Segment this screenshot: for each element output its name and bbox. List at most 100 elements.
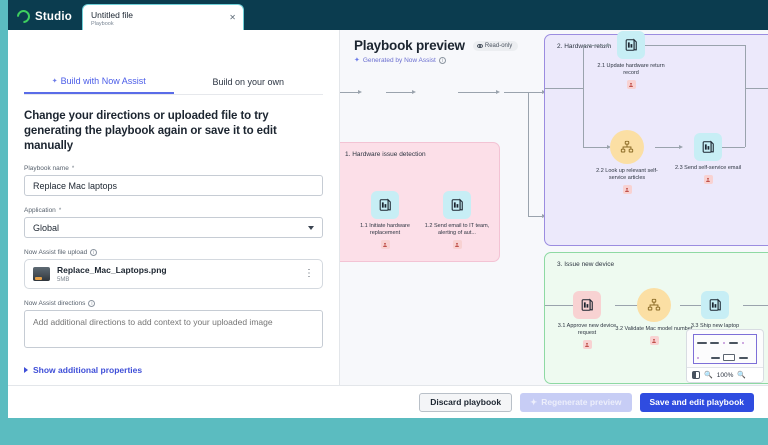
kebab-menu-icon[interactable]: ⋮	[304, 268, 314, 279]
group-label: 1. Hardware issue detection	[345, 151, 426, 158]
minimap[interactable]: 🔍 100% 🔍	[686, 329, 764, 383]
minimap-dot	[723, 342, 725, 344]
zoom-in-icon[interactable]: 🔍	[737, 372, 747, 379]
node-icon-box	[701, 291, 729, 319]
page-title: Playbook preview	[354, 38, 465, 53]
document-icon	[702, 140, 714, 153]
directions-textarea[interactable]	[24, 310, 323, 348]
node-2-1[interactable]: 2.1 Update hardware return record	[591, 31, 671, 89]
edge-2-2-to-2-3	[655, 147, 679, 148]
required-marker: *	[58, 207, 62, 214]
uploaded-file-card[interactable]: Replace_Mac_Laptops.png 5MB ⋮	[24, 259, 323, 289]
node-1-1[interactable]: 1.1 Initiate hardware replacement	[345, 191, 425, 249]
discard-playbook-button[interactable]: Discard playbook	[419, 392, 513, 412]
minimap-dot	[697, 357, 699, 359]
g2-top-out	[637, 45, 745, 46]
minimap-node	[729, 342, 738, 344]
minimap-toolbar: 🔍 100% 🔍	[687, 367, 763, 382]
tab-build-with-now-assist[interactable]: ✦ Build with Now Assist	[24, 76, 174, 94]
application-select[interactable]	[24, 217, 323, 238]
file-upload-label: Now Assist file upload i	[24, 249, 323, 256]
close-icon[interactable]: ✕	[229, 13, 236, 22]
playbook-name-input[interactable]	[24, 175, 323, 196]
user-task-icon	[582, 340, 592, 349]
user-task-icon	[649, 336, 659, 345]
stage-group-hardware-return[interactable]: 2. Hardware return	[544, 31, 768, 246]
playbook-preview-canvas[interactable]: Playbook preview Read-only ✦ Generated b…	[340, 30, 768, 385]
label-text: Now Assist directions	[24, 300, 86, 307]
edge-3-2-to-3-3	[680, 305, 708, 306]
user-task-icon	[380, 240, 390, 249]
g2-branch-top	[583, 45, 607, 46]
node-2-3[interactable]: 2.3 Send self-service email	[668, 133, 748, 184]
brand-label: Studio	[35, 10, 72, 23]
info-icon[interactable]: i	[438, 56, 446, 64]
zoom-out-icon[interactable]: 🔍	[704, 372, 713, 379]
stage-group-issue-new-device[interactable]: 3. Issue new device	[544, 252, 768, 384]
hierarchy-icon	[620, 140, 634, 153]
user-task-icon	[622, 185, 632, 194]
status-badge: Read-only	[472, 40, 519, 51]
chevron-down-icon[interactable]	[308, 226, 314, 230]
node-icon-box	[573, 291, 601, 319]
group-label: 3. Issue new device	[557, 261, 615, 268]
file-size: 5MB	[57, 276, 70, 283]
edge-1-2-out	[458, 92, 496, 93]
info-icon[interactable]: i	[90, 249, 98, 256]
label-text: Now Assist file upload	[24, 249, 88, 256]
edge-3-1-to-3-2	[615, 305, 641, 306]
sparkle-icon: ✦	[354, 57, 360, 64]
window-bottom-strip	[0, 418, 768, 445]
chevron-right-icon	[24, 367, 28, 373]
file-tab-subtitle: Playbook	[90, 20, 114, 27]
label-text: Application	[24, 207, 56, 214]
generated-by-label: Generated by Now Assist	[362, 56, 436, 64]
left-config-panel: ✦ Build with Now Assist Build on your ow…	[8, 30, 340, 385]
regenerate-label: Regenerate preview	[541, 397, 622, 407]
file-tab[interactable]: Untitled file Playbook ✕	[81, 4, 244, 30]
info-icon[interactable]: i	[88, 300, 96, 307]
arrow-2-3	[679, 145, 683, 149]
node-icon-box	[617, 31, 645, 59]
g2-exit	[745, 88, 768, 89]
contrast-icon[interactable]	[692, 371, 700, 379]
node-2-2[interactable]: 2.2 Look up relevant self-service articl…	[587, 130, 667, 194]
arrow-2-1	[607, 43, 611, 47]
trunk-h	[504, 92, 528, 93]
studio-brand[interactable]: Studio	[8, 7, 82, 30]
g2-bot-out	[708, 147, 745, 148]
minimap-node	[697, 342, 707, 344]
node-3-1[interactable]: 3.1 Approve new device request	[547, 291, 627, 349]
document-icon	[625, 38, 637, 51]
hierarchy-icon	[647, 298, 661, 311]
minimap-selected-node	[723, 354, 735, 361]
arrow-1-2	[412, 90, 416, 94]
tab-build-on-your-own[interactable]: Build on your own	[174, 76, 324, 94]
node-1-2[interactable]: 1.2 Send email to IT team, alerting of a…	[417, 191, 497, 249]
node-label: 1.2 Send email to IT team, alerting of a…	[424, 223, 490, 236]
node-icon-circle	[637, 288, 671, 322]
g2-split-v	[583, 45, 584, 147]
branch-to-g3	[528, 216, 544, 217]
node-label: 3.3 Ship new laptop	[690, 323, 740, 329]
node-label: 2.1 Update hardware return record	[597, 63, 665, 76]
file-tab-title: Untitled file	[90, 9, 134, 20]
stage-group-hardware-issue-detection[interactable]: 1. Hardware issue detection 1.1 Initiate…	[340, 142, 500, 262]
edge-1-1-to-1-2	[386, 92, 412, 93]
node-3-2[interactable]: 3.2 Validate Mac model number	[614, 288, 694, 345]
save-and-edit-playbook-button[interactable]: Save and edit playbook	[639, 392, 754, 412]
minimap-viewport[interactable]	[693, 334, 757, 364]
generated-by-note: ✦ Generated by Now Assist i	[354, 56, 446, 64]
node-icon-box	[371, 191, 399, 219]
node-label: 2.3 Send self-service email	[674, 165, 742, 171]
main-body: ✦ Build with Now Assist Build on your ow…	[8, 30, 768, 418]
show-more-label: Show additional properties	[33, 365, 143, 375]
node-icon-box	[443, 191, 471, 219]
node-icon-box	[694, 133, 722, 161]
g2-merge-v	[745, 45, 746, 147]
document-icon	[451, 198, 463, 211]
g2-branch-bot	[583, 147, 607, 148]
node-label: 3.1 Approve new device request	[557, 323, 617, 336]
show-additional-properties-toggle[interactable]: Show additional properties	[24, 365, 323, 375]
directions-label: Now Assist directions i	[24, 300, 323, 307]
